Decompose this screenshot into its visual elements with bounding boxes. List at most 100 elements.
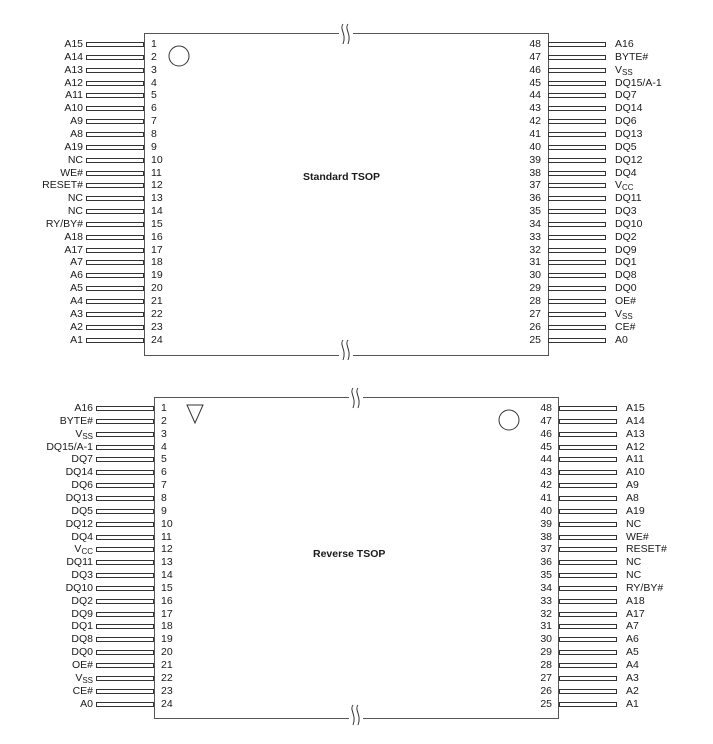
pin-number: 7 [151, 115, 157, 128]
pin-number: 22 [151, 307, 163, 320]
pin-number: 5 [151, 89, 157, 102]
pin-lead [86, 157, 144, 163]
pin-number: 42 [540, 479, 552, 492]
pin-number: 10 [161, 517, 173, 530]
pin-number: 29 [540, 646, 552, 659]
pin-name: A12 [64, 76, 83, 89]
pin-lead [548, 286, 606, 292]
standard-tsop-package: Standard TSOP [144, 33, 549, 356]
pin-lead [96, 650, 154, 656]
pin-name: DQ8 [615, 269, 637, 282]
pin-lead [86, 196, 144, 202]
pin-number: 6 [151, 102, 157, 115]
pin-number: 31 [540, 620, 552, 633]
pin-name: NC [626, 569, 642, 582]
pin-name: DQ11 [66, 556, 93, 569]
pin-lead [96, 611, 154, 617]
pin-lead [86, 209, 144, 215]
pin-name: DQ5 [71, 504, 93, 517]
pin-number: 16 [151, 230, 163, 243]
pin-lead [86, 221, 144, 227]
pin-lead [96, 624, 154, 630]
pin-number: 27 [540, 671, 552, 684]
pin-lead [559, 585, 617, 591]
pin-name: DQ13 [65, 491, 93, 504]
pin-lead [96, 418, 154, 424]
pin-number: 4 [161, 440, 167, 453]
pin-name: A14 [64, 50, 83, 63]
pin-number: 30 [529, 269, 541, 282]
pin-number: 36 [529, 192, 541, 205]
pin-name: DQ3 [615, 205, 637, 218]
pin-number: 21 [161, 659, 173, 671]
pin-name: A11 [65, 89, 83, 102]
pin-lead [96, 521, 154, 527]
pin-number: 13 [151, 192, 163, 205]
pin-name: DQ10 [65, 581, 93, 594]
pin-name: A5 [70, 282, 83, 295]
pin-lead [559, 637, 617, 643]
pin-lead [86, 42, 144, 47]
pin-name: A8 [626, 491, 639, 504]
pin-lead [548, 324, 606, 330]
pin-number: 26 [540, 684, 552, 697]
pin-name: A14 [626, 414, 645, 427]
pin-number: 3 [151, 63, 157, 76]
pin-name: A4 [626, 659, 639, 671]
pin-name: A3 [70, 307, 83, 320]
pin-lead [96, 701, 154, 707]
pin-lead [548, 311, 606, 317]
pin-name: DQ15/A-1 [46, 440, 93, 453]
pin-name: DQ7 [615, 89, 637, 102]
pin-name: DQ7 [71, 453, 93, 466]
pin-number: 10 [151, 153, 163, 166]
pin-lead [548, 209, 606, 215]
pin-number: 40 [540, 504, 552, 517]
pin-number: 33 [540, 594, 552, 607]
pin-name: DQ8 [71, 633, 93, 646]
pin-name: A2 [70, 320, 83, 333]
pin-name: DQ9 [615, 243, 637, 256]
pin-lead [559, 418, 617, 424]
pin-lead [96, 406, 154, 411]
break-mark-top [349, 387, 363, 409]
pin-number: 39 [529, 153, 541, 166]
pin-number: 35 [529, 205, 541, 218]
pin-lead [559, 406, 617, 411]
pin-number: 2 [161, 414, 167, 427]
pin-lead [86, 311, 144, 317]
pin-number: 34 [529, 217, 541, 230]
pin-name: DQ5 [615, 140, 637, 153]
pin-lead [559, 650, 617, 656]
pin-name: A17 [64, 243, 83, 256]
pin-number: 45 [540, 440, 552, 453]
pin-name: DQ11 [615, 192, 642, 205]
pin-name: A18 [64, 230, 83, 243]
pin-number: 14 [151, 205, 163, 218]
pin-lead [548, 119, 606, 125]
pin-number: 28 [540, 659, 552, 671]
pin-lead [86, 93, 144, 99]
pin-lead [86, 106, 144, 112]
pin-number: 7 [161, 479, 167, 492]
pin-number: 22 [161, 671, 173, 684]
pin-name: DQ1 [615, 256, 637, 269]
pin-lead [548, 144, 606, 150]
pin-number: 47 [540, 414, 552, 427]
pin-number: 18 [151, 256, 163, 269]
pin-number: 19 [161, 633, 173, 646]
pin-lead [548, 183, 606, 189]
pin-lead [86, 299, 144, 304]
pin-name: A15 [64, 38, 83, 50]
pin-number: 46 [529, 63, 541, 76]
pin-lead [86, 234, 144, 240]
pin-lead [86, 260, 144, 266]
break-mark-bottom [349, 704, 363, 726]
pin-number: 12 [161, 543, 173, 556]
pin-number: 44 [540, 453, 552, 466]
pin-lead [548, 170, 606, 176]
pin-lead [548, 299, 606, 304]
pin-name: NC [626, 517, 642, 530]
pin-number: 41 [540, 491, 552, 504]
pin-number: 43 [529, 102, 541, 115]
